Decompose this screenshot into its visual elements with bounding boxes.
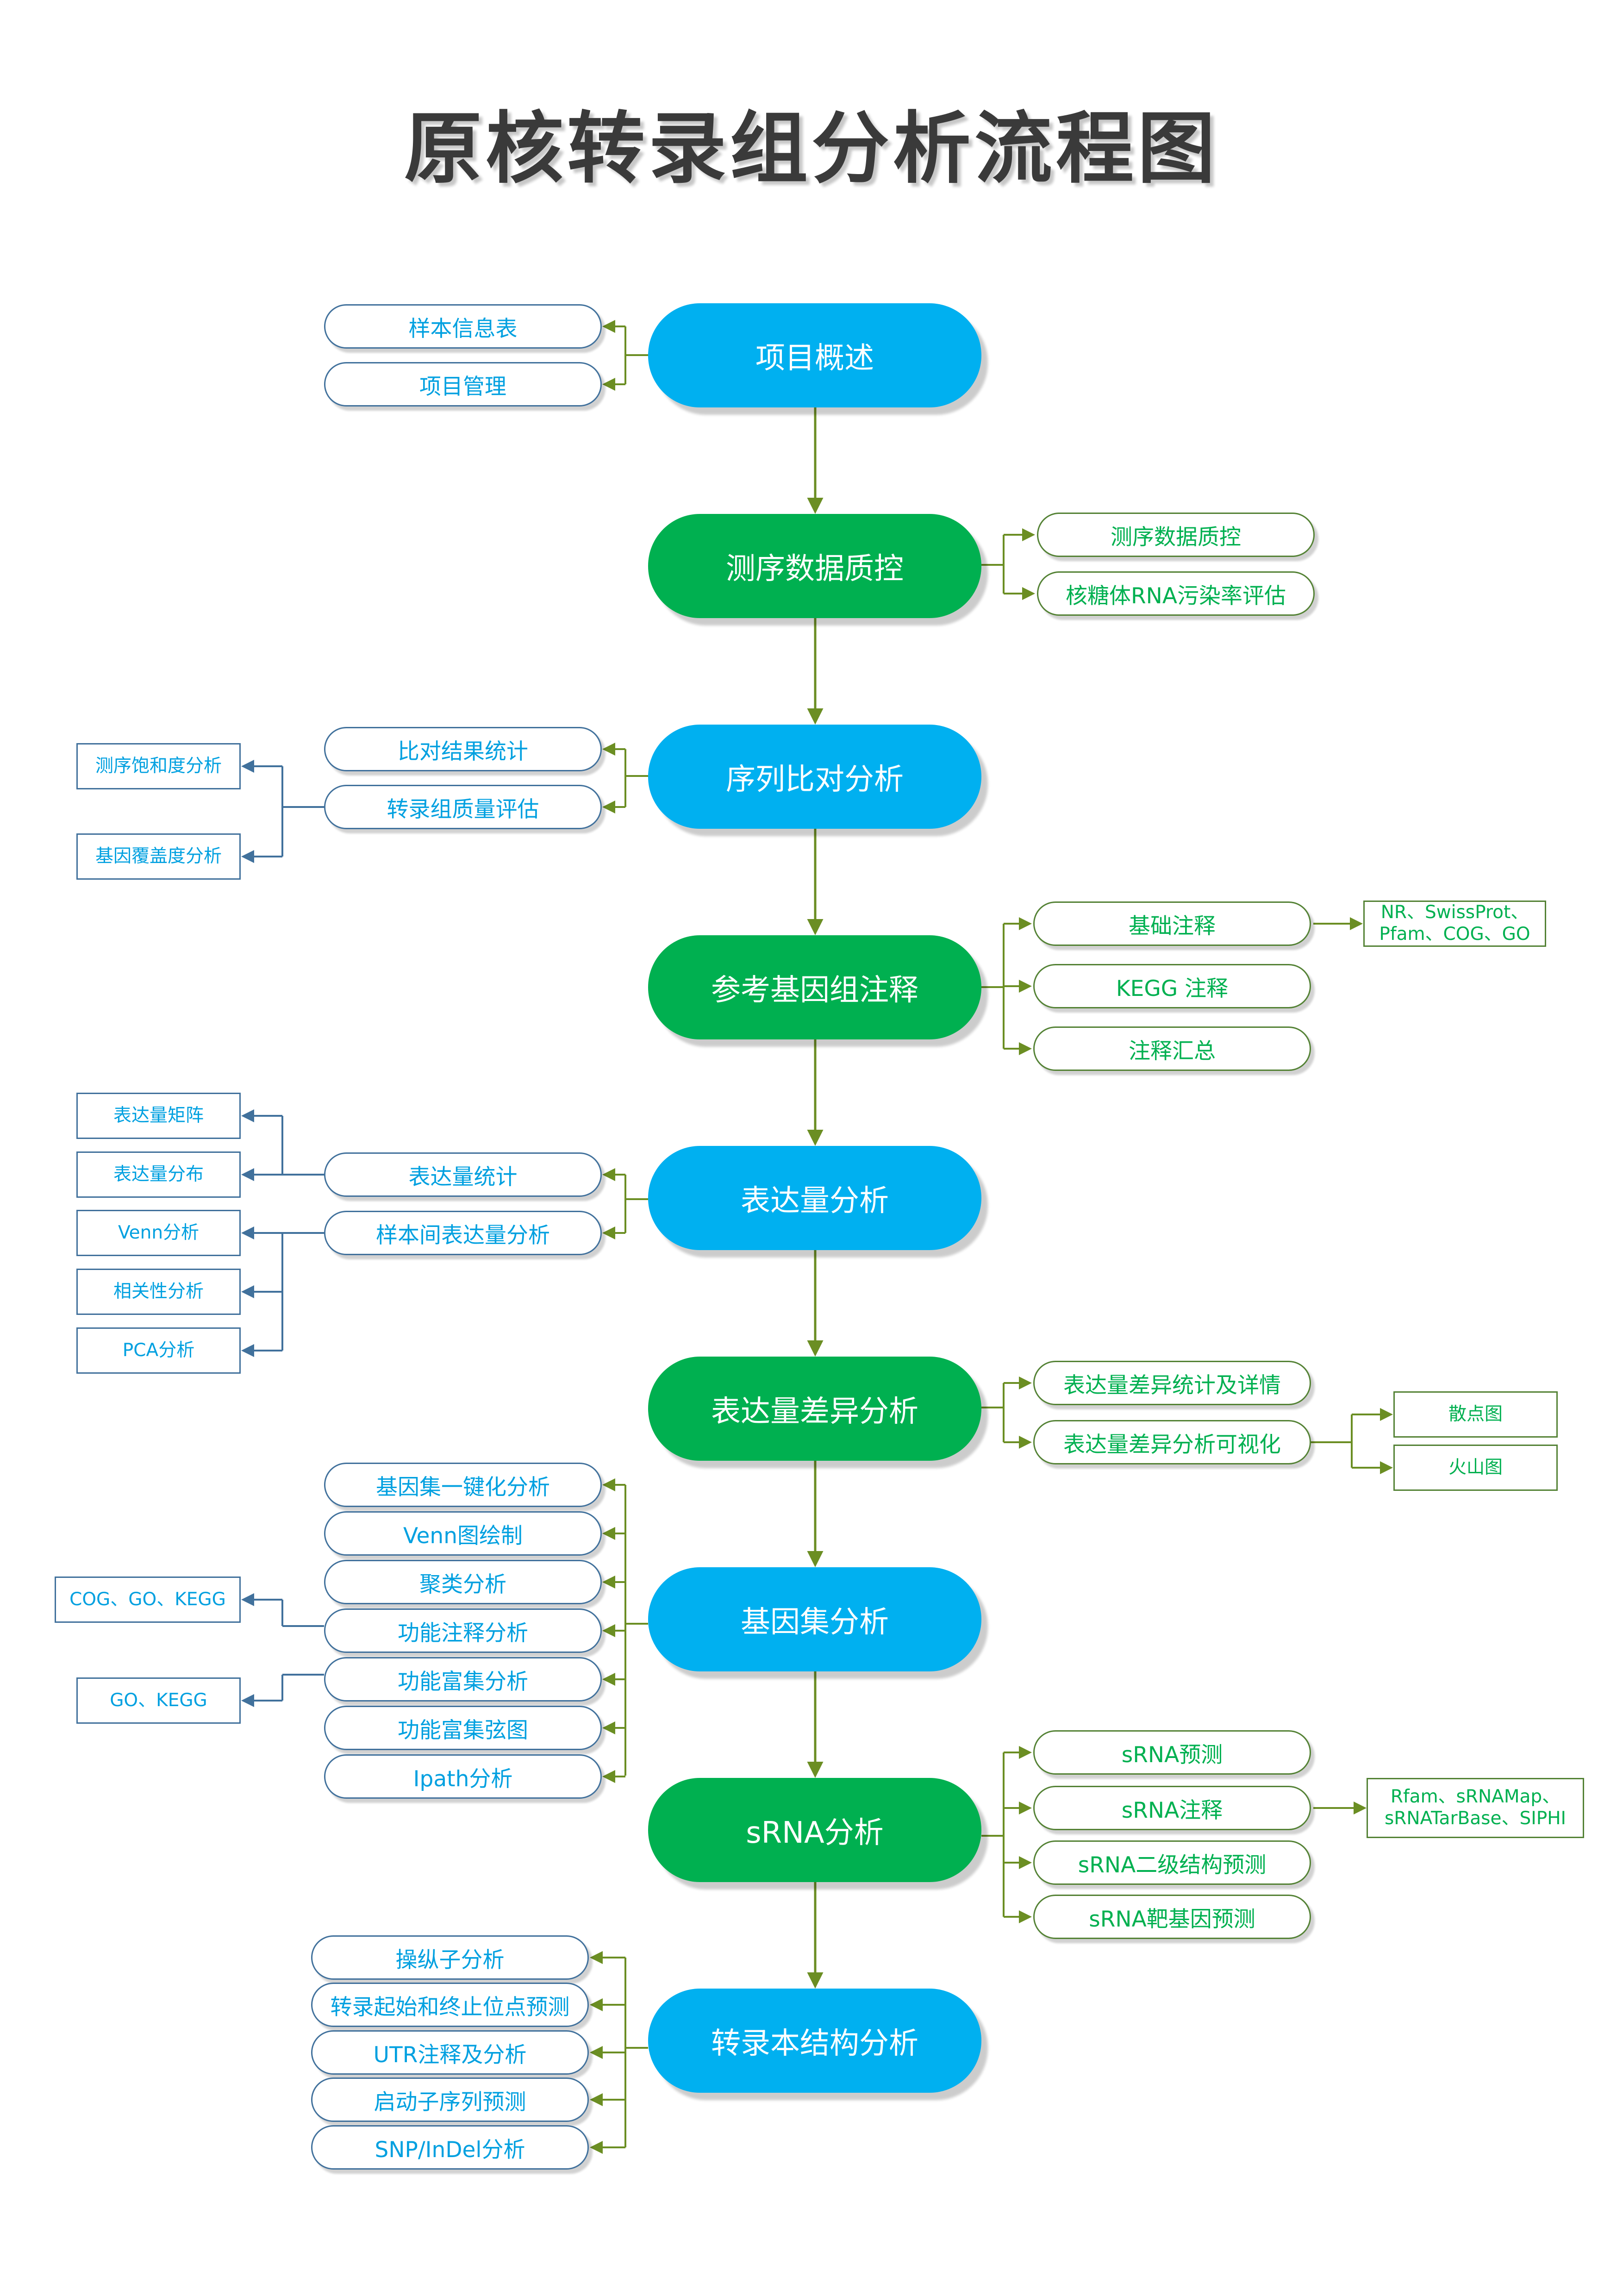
sub-rrna-contamination[interactable]: 核糖体RNA污染率评估: [1037, 571, 1315, 616]
detail-expression-distribution[interactable]: 表达量分布: [76, 1151, 241, 1198]
sub-snp-indel-analysis[interactable]: SNP/InDel分析: [311, 2125, 589, 2170]
sub-promoter-prediction[interactable]: 启动子序列预测: [311, 2077, 589, 2122]
detail-scatter-plot[interactable]: 散点图: [1393, 1391, 1558, 1438]
sub-venn-plot[interactable]: Venn图绘制: [324, 1511, 602, 1556]
step-genome-annotation[interactable]: 参考基因组注释: [648, 935, 981, 1039]
detail-gene-coverage[interactable]: 基因覆盖度分析: [76, 833, 241, 880]
step-srna-analysis[interactable]: sRNA分析: [648, 1778, 981, 1882]
detail-geneset-enrichment-dbs[interactable]: GO、KEGG: [76, 1677, 241, 1724]
sub-ipath-analysis[interactable]: Ipath分析: [324, 1754, 602, 1799]
sub-enrichment-chord[interactable]: 功能富集弦图: [324, 1706, 602, 1750]
sub-srna-annotation[interactable]: sRNA注释: [1033, 1786, 1311, 1830]
sub-project-manage[interactable]: 项目管理: [324, 362, 602, 407]
step-sequencing-qc[interactable]: 测序数据质控: [648, 514, 981, 618]
sub-function-annotation[interactable]: 功能注释分析: [324, 1608, 602, 1653]
sub-operon-analysis[interactable]: 操纵子分析: [311, 1935, 589, 1980]
sub-basic-annotation[interactable]: 基础注释: [1033, 901, 1311, 946]
sub-data-qc[interactable]: 测序数据质控: [1037, 513, 1315, 557]
sub-utr-analysis[interactable]: UTR注释及分析: [311, 2030, 589, 2075]
detail-pca-analysis[interactable]: PCA分析: [76, 1327, 241, 1374]
detail-srna-databases[interactable]: Rfam、sRNAMap、 sRNATarBase、SIPHI: [1367, 1778, 1584, 1838]
sub-diff-visualization[interactable]: 表达量差异分析可视化: [1033, 1420, 1311, 1464]
step-geneset-analysis[interactable]: 基因集分析: [648, 1567, 981, 1671]
step-differential-analysis[interactable]: 表达量差异分析: [648, 1357, 981, 1461]
sub-kegg-annotation[interactable]: KEGG 注释: [1033, 964, 1311, 1008]
sub-expression-stats[interactable]: 表达量统计: [324, 1152, 602, 1197]
detail-venn-analysis[interactable]: Venn分析: [76, 1210, 241, 1256]
detail-annotation-databases[interactable]: NR、SwissProt、 Pfam、COG、GO: [1363, 901, 1546, 947]
step-alignment-analysis[interactable]: 序列比对分析: [648, 725, 981, 829]
detail-saturation-analysis[interactable]: 测序饱和度分析: [76, 743, 241, 789]
step-project-overview[interactable]: 项目概述: [648, 303, 981, 407]
sub-annotation-summary[interactable]: 注释汇总: [1033, 1026, 1311, 1071]
sub-geneset-oneclick[interactable]: 基因集一键化分析: [324, 1463, 602, 1507]
sub-diff-stats[interactable]: 表达量差异统计及详情: [1033, 1361, 1311, 1405]
detail-expression-matrix[interactable]: 表达量矩阵: [76, 1093, 241, 1139]
step-expression-analysis[interactable]: 表达量分析: [648, 1146, 981, 1250]
sub-srna-target[interactable]: sRNA靶基因预测: [1033, 1895, 1311, 1939]
page-title: 原核转录组分析流程图: [404, 103, 1219, 194]
detail-correlation-analysis[interactable]: 相关性分析: [76, 1269, 241, 1315]
sub-srna-structure[interactable]: sRNA二级结构预测: [1033, 1840, 1311, 1885]
sub-tss-tts-prediction[interactable]: 转录起始和终止位点预测: [311, 1983, 589, 2027]
sub-cluster-analysis[interactable]: 聚类分析: [324, 1560, 602, 1604]
step-transcript-structure[interactable]: 转录本结构分析: [648, 1989, 981, 2093]
sub-srna-prediction[interactable]: sRNA预测: [1033, 1730, 1311, 1775]
sub-sample-expression[interactable]: 样本间表达量分析: [324, 1211, 602, 1255]
sub-transcriptome-quality[interactable]: 转录组质量评估: [324, 785, 602, 829]
sub-function-enrichment[interactable]: 功能富集分析: [324, 1657, 602, 1702]
detail-geneset-annotation-dbs[interactable]: COG、GO、KEGG: [55, 1577, 241, 1623]
detail-volcano-plot[interactable]: 火山图: [1393, 1445, 1558, 1491]
sub-sample-info[interactable]: 样本信息表: [324, 304, 602, 349]
sub-alignment-stats[interactable]: 比对结果统计: [324, 727, 602, 771]
